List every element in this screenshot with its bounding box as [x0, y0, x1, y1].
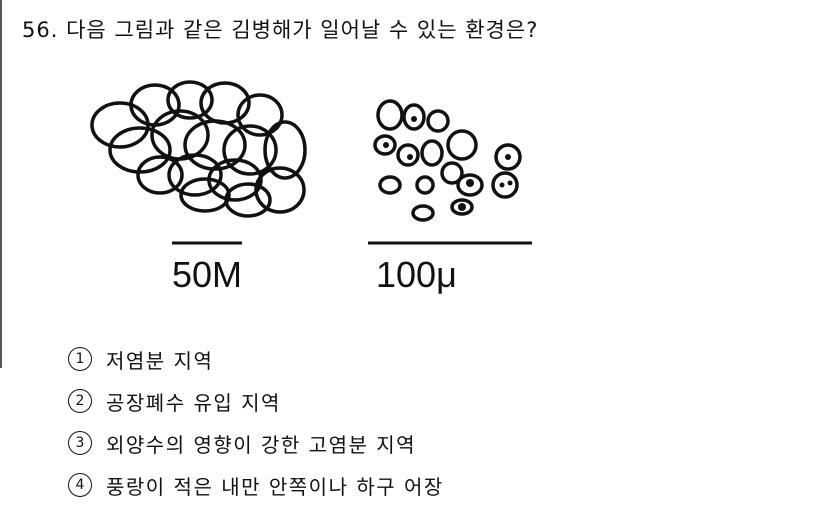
choice-4[interactable]: 4 풍랑이 적은 내만 안쪽이나 하구 어장 [68, 464, 444, 506]
left-border-line [0, 0, 2, 368]
choice-1[interactable]: 1 저염분 지역 [68, 338, 444, 380]
choice-2[interactable]: 2 공장폐수 유입 지역 [68, 380, 444, 422]
choice-3-number: 3 [68, 431, 92, 455]
right-scale-label: 100μ [376, 254, 457, 295]
question-figure: 50M 100μ [80, 75, 550, 315]
clustered-cells-drawing [90, 80, 307, 218]
cell-nuclei-dots [383, 116, 513, 211]
choice-3[interactable]: 3 외양수의 영향이 강한 고염분 지역 [68, 422, 444, 464]
choice-2-text: 공장폐수 유입 지역 [106, 390, 281, 415]
choice-3-text: 외양수의 영향이 강한 고염분 지역 [106, 432, 417, 457]
left-scale-label: 50M [172, 254, 242, 295]
separated-cells-drawing [373, 99, 522, 222]
choice-4-number: 4 [68, 473, 92, 497]
choices-list: 1 저염분 지역 2 공장폐수 유입 지역 3 외양수의 영향이 강한 고염분 … [68, 338, 444, 506]
choice-4-text: 풍랑이 적은 내만 안쪽이나 하구 어장 [106, 474, 444, 499]
choice-1-text: 저염분 지역 [106, 348, 214, 373]
choice-1-number: 1 [68, 347, 92, 371]
cell-illustration: 50M 100μ [90, 80, 532, 295]
choice-2-number: 2 [68, 389, 92, 413]
question-text: 56. 다음 그림과 같은 김병해가 일어날 수 있는 환경은? [22, 18, 539, 42]
